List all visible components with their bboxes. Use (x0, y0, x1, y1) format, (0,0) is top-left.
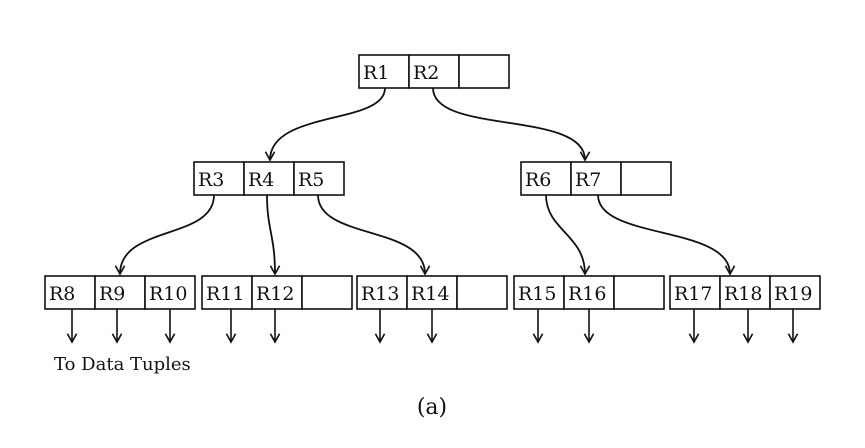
figure-label: (a) (417, 395, 447, 420)
node-cell (613, 275, 665, 310)
edge-r2-to-node-r6 (432, 87, 591, 162)
edge-r3-to-node-r8 (114, 194, 215, 276)
tree-edges (114, 87, 736, 276)
data-tuple-pointers (66, 309, 799, 344)
cell-label: R17 (674, 283, 712, 305)
node-cell (144, 275, 196, 310)
node-cell (201, 275, 253, 310)
node-cell (456, 275, 508, 310)
node-cell (408, 54, 460, 89)
node-cell (458, 54, 510, 89)
tree-node: R8 R9 R10 (44, 275, 196, 310)
edge-r6-to-node-r15 (545, 194, 591, 276)
edge-r4-to-node-r11 (266, 194, 281, 276)
cell-label: R13 (361, 283, 399, 305)
cell-label: R6 (525, 169, 551, 191)
tree-node: R15 R16 (513, 275, 665, 310)
node-cell (293, 161, 345, 196)
node-cell (520, 161, 572, 196)
node-cell (356, 275, 408, 310)
cell-label: R7 (575, 169, 601, 191)
node-cell (301, 275, 353, 310)
node-cell (769, 275, 821, 310)
node-cell (406, 275, 458, 310)
cell-label: R5 (298, 169, 324, 191)
edge-r1-to-node-r3 (264, 87, 386, 162)
cell-label: R15 (518, 283, 556, 305)
cell-label: R4 (248, 169, 274, 191)
node-cell (669, 275, 721, 310)
tree-node: R13 R14 (356, 275, 508, 310)
cell-label: R18 (724, 283, 762, 305)
tree-node: R3 R4 R5 (193, 161, 345, 196)
cell-label: R14 (411, 283, 449, 305)
node-cell (193, 161, 245, 196)
tree-node: R11 R12 (201, 275, 353, 310)
cell-label: R10 (149, 283, 187, 305)
cell-label: R3 (198, 169, 224, 191)
cell-label: R12 (256, 283, 294, 305)
tree-node: R6 R7 (520, 161, 672, 196)
node-cell (620, 161, 672, 196)
edge-r7-to-node-r17 (597, 194, 736, 276)
cell-label: R2 (413, 62, 439, 84)
cell-label: R8 (49, 283, 75, 305)
cell-label: R16 (568, 283, 606, 305)
cell-label: R19 (774, 283, 812, 305)
cell-label: R1 (363, 62, 389, 84)
node-cell (243, 161, 295, 196)
node-cell (358, 54, 410, 89)
tree-node: R1 R2 (358, 54, 510, 89)
tree-node: R17 R18 R19 (669, 275, 821, 310)
cell-label: R9 (99, 283, 125, 305)
cell-label: R11 (206, 283, 244, 305)
caption-to-data-tuples: To Data Tuples (54, 354, 191, 375)
node-cell (563, 275, 615, 310)
edge-r5-to-node-r13 (317, 194, 431, 276)
